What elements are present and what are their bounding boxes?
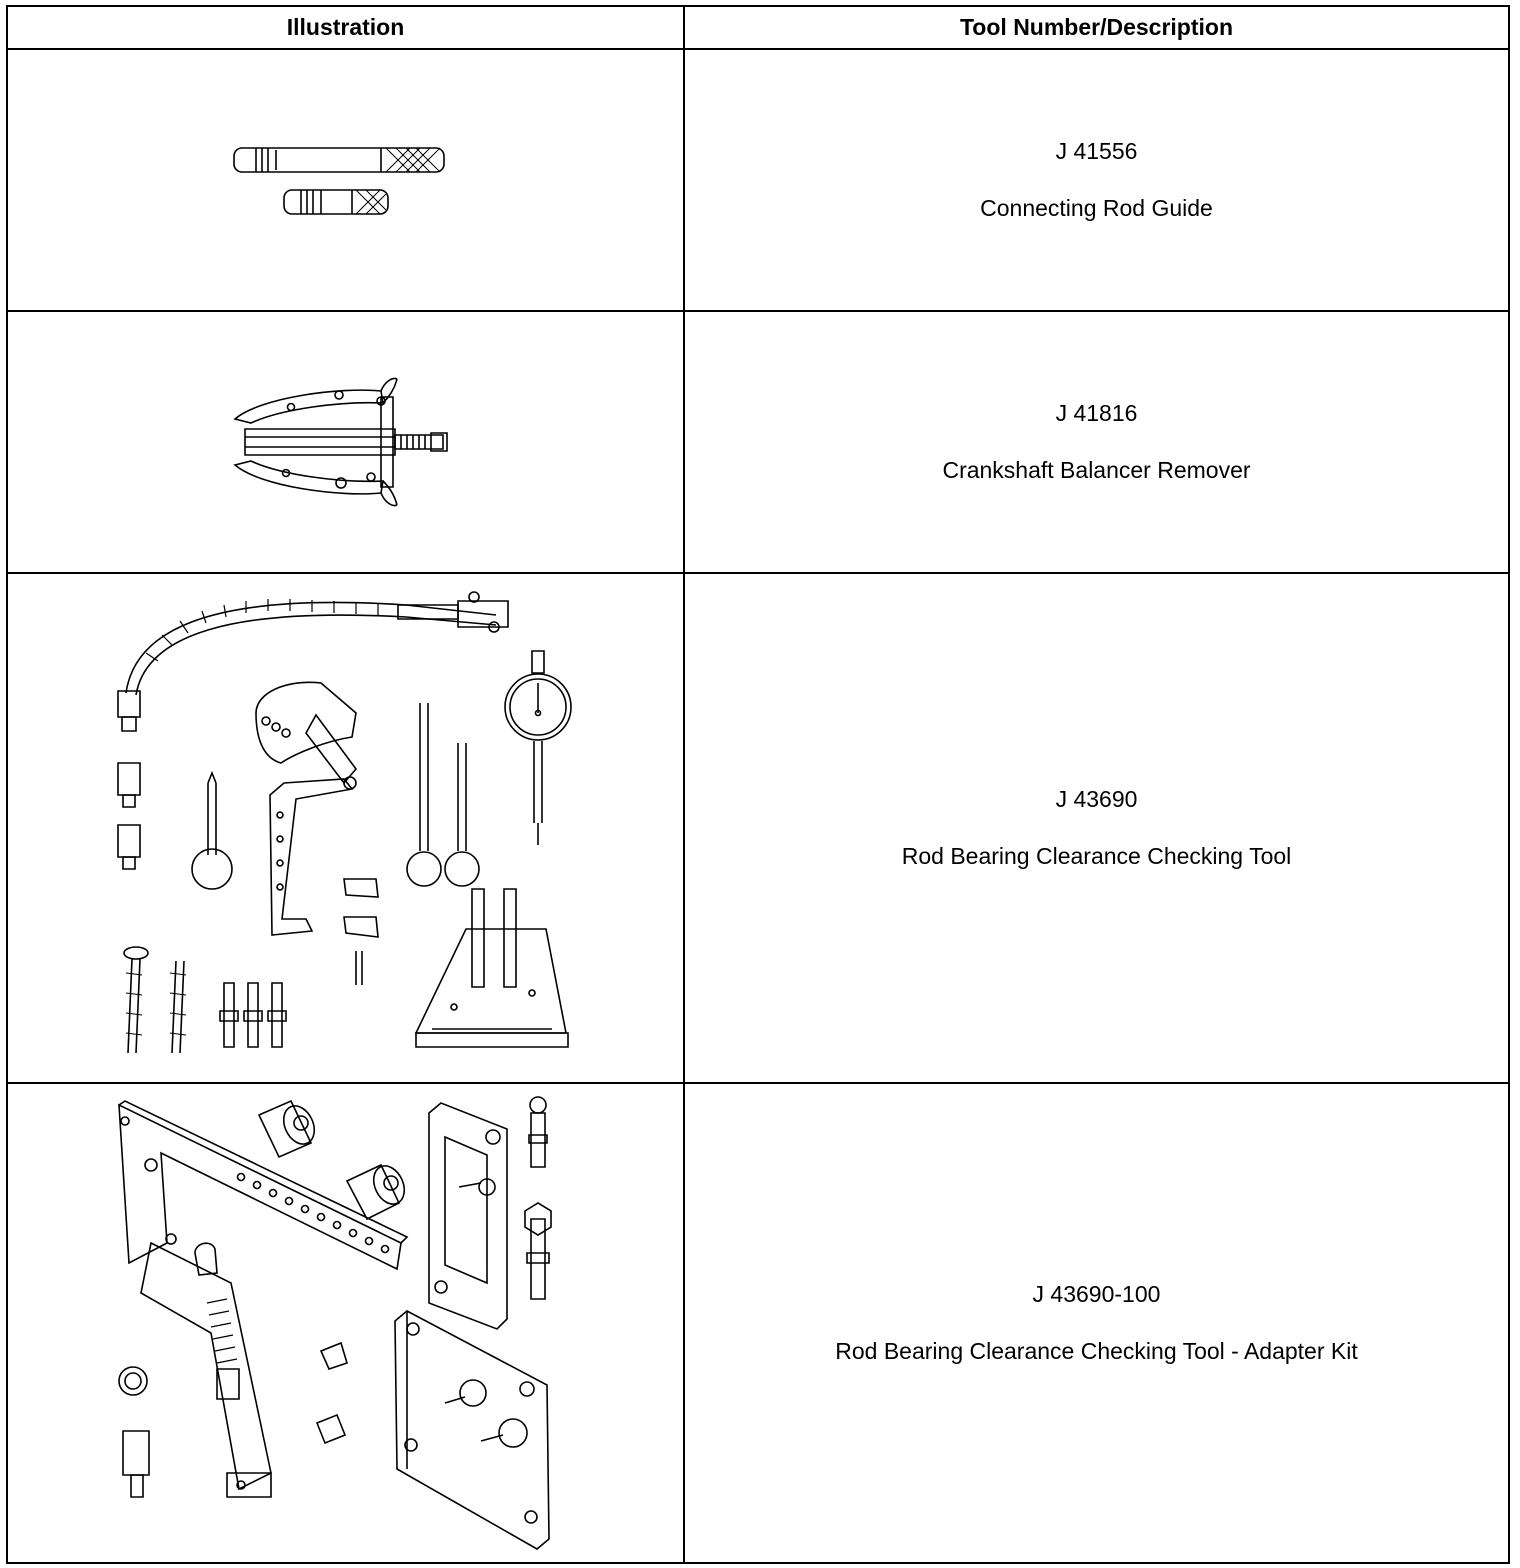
illustration-cell [6,48,685,312]
tool-table: Illustration Tool Number/Description [6,5,1510,1564]
crankshaft-balancer-remover-illustration [231,377,461,507]
description-cell: J 43690 Rod Bearing Clearance Checking T… [683,572,1510,1084]
tool-number: J 41816 [1055,400,1138,426]
table-row: J 43690-100 Rod Bearing Clearance Checki… [6,1082,1510,1564]
tool-description: Rod Bearing Clearance Checking Tool [901,843,1292,869]
description-cell: J 43690-100 Rod Bearing Clearance Checki… [683,1082,1510,1564]
table-row: J 41556 Connecting Rod Guide [6,48,1510,312]
tool-number: J 43690-100 [1032,1281,1161,1307]
table-row: J 43690 Rod Bearing Clearance Checking T… [6,572,1510,1084]
header-illustration: Illustration [6,5,685,50]
tool-number: J 43690 [1055,786,1138,812]
illustration-cell [6,1082,685,1564]
description-cell: J 41816 Crankshaft Balancer Remover [683,310,1510,574]
header-tool-description: Tool Number/Description [683,5,1510,50]
connecting-rod-guide-illustration [226,140,466,220]
tool-description: Rod Bearing Clearance Checking Tool - Ad… [835,1338,1358,1364]
tool-description: Crankshaft Balancer Remover [942,457,1251,483]
tool-number: J 41556 [1055,138,1138,164]
tool-description: Connecting Rod Guide [980,195,1213,221]
table-row: J 41816 Crankshaft Balancer Remover [6,310,1510,574]
header-row: Illustration Tool Number/Description [6,5,1510,50]
adapter-kit-illustration [111,1093,581,1553]
illustration-cell [6,572,685,1084]
illustration-cell [6,310,685,574]
description-cell: J 41556 Connecting Rod Guide [683,48,1510,312]
rod-bearing-clearance-checking-tool-illustration [106,583,586,1073]
